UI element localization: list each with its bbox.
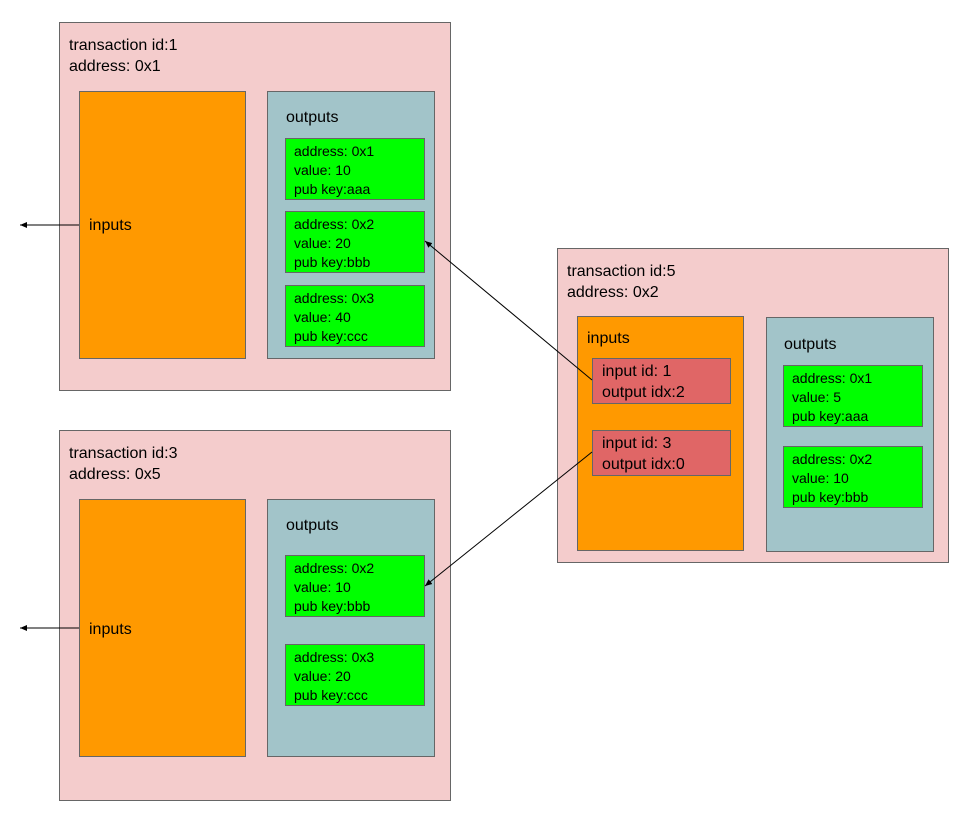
output-value: value: 10 — [294, 579, 351, 595]
transaction-3-header: transaction id:3 address: 0x5 — [69, 443, 369, 485]
output-address: address: 0x2 — [294, 560, 375, 576]
output-value: value: 20 — [294, 668, 351, 684]
transaction-3: transaction id:3 address: 0x5 inputs out… — [59, 430, 451, 801]
output-address: address: 0x1 — [792, 370, 873, 386]
output-pubkey: pub key:ccc — [294, 328, 368, 344]
transaction-5: transaction id:5 address: 0x2 inputs inp… — [557, 248, 949, 563]
transaction-1-inputs-label: inputs — [89, 217, 132, 234]
transaction-5-output-0: address: 0x1 value: 5 pub key:aaa — [783, 365, 923, 427]
transaction-1: transaction id:1 address: 0x1 inputs out… — [59, 22, 451, 391]
transaction-3-title: transaction id:3 — [69, 445, 178, 462]
output-value: value: 10 — [294, 162, 351, 178]
transaction-3-address: address: 0x5 — [69, 466, 161, 483]
output-address: address: 0x1 — [294, 143, 375, 159]
transaction-1-output-0: address: 0x1 value: 10 pub key:aaa — [285, 138, 425, 200]
input-id: input id: 1 — [602, 363, 672, 380]
transaction-1-address: address: 0x1 — [69, 58, 161, 75]
transaction-3-output-1: address: 0x3 value: 20 pub key:ccc — [285, 644, 425, 706]
transaction-3-output-0: address: 0x2 value: 10 pub key:bbb — [285, 555, 425, 617]
input-id: input id: 3 — [602, 435, 672, 452]
output-value: value: 10 — [792, 470, 849, 486]
transaction-1-title: transaction id:1 — [69, 37, 178, 54]
output-address: address: 0x2 — [294, 216, 375, 232]
output-pubkey: pub key:aaa — [294, 181, 371, 197]
transaction-1-output-1: address: 0x2 value: 20 pub key:bbb — [285, 211, 425, 273]
transaction-5-title: transaction id:5 — [567, 263, 676, 280]
transaction-1-outputs: outputs address: 0x1 value: 10 pub key:a… — [267, 91, 435, 359]
transaction-5-outputs: outputs address: 0x1 value: 5 pub key:aa… — [766, 317, 934, 552]
transaction-5-output-1: address: 0x2 value: 10 pub key:bbb — [783, 446, 923, 508]
output-value: value: 40 — [294, 309, 351, 325]
transaction-3-inputs: inputs — [79, 499, 246, 757]
output-address: address: 0x3 — [294, 649, 375, 665]
transaction-1-output-2: address: 0x3 value: 40 pub key:ccc — [285, 285, 425, 347]
transaction-5-outputs-label: outputs — [784, 336, 837, 353]
transaction-5-inputs: inputs input id: 1 output idx:2 input id… — [577, 316, 744, 551]
output-address: address: 0x3 — [294, 290, 375, 306]
output-pubkey: pub key:bbb — [294, 254, 371, 270]
transaction-1-header: transaction id:1 address: 0x1 — [69, 35, 369, 77]
transaction-3-outputs: outputs address: 0x2 value: 10 pub key:b… — [267, 499, 435, 757]
transaction-5-address: address: 0x2 — [567, 284, 659, 301]
input-output-idx: output idx:2 — [602, 384, 685, 401]
output-value: value: 5 — [792, 389, 842, 405]
input-output-idx: output idx:0 — [602, 456, 685, 473]
transaction-5-input-0: input id: 1 output idx:2 — [592, 358, 731, 404]
transaction-5-header: transaction id:5 address: 0x2 — [567, 261, 867, 303]
output-pubkey: pub key:ccc — [294, 687, 368, 703]
output-pubkey: pub key:aaa — [792, 408, 869, 424]
transaction-5-inputs-label: inputs — [587, 330, 630, 347]
output-pubkey: pub key:bbb — [294, 598, 371, 614]
output-value: value: 20 — [294, 235, 351, 251]
transaction-3-outputs-label: outputs — [286, 517, 339, 534]
transaction-1-outputs-label: outputs — [286, 109, 339, 126]
output-pubkey: pub key:bbb — [792, 489, 869, 505]
transaction-5-input-1: input id: 3 output idx:0 — [592, 430, 731, 476]
transaction-3-inputs-label: inputs — [89, 621, 132, 638]
transaction-1-inputs: inputs — [79, 91, 246, 359]
output-address: address: 0x2 — [792, 451, 873, 467]
